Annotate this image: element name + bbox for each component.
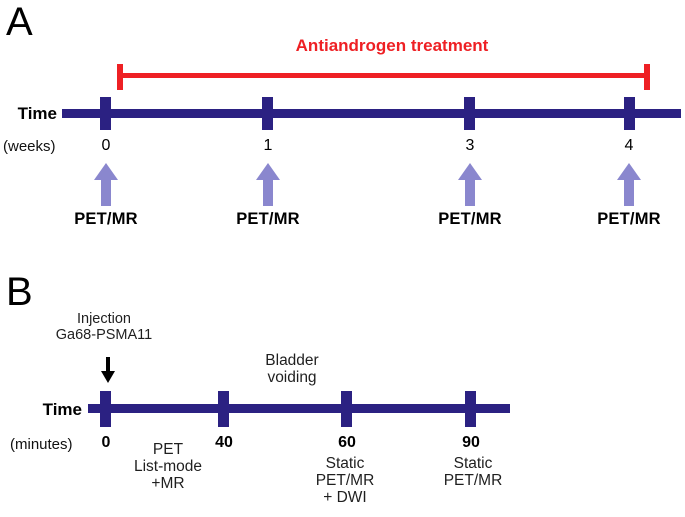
panel-a-tick-week-3 <box>464 97 475 130</box>
panel-a-time-axis-label: Time <box>17 104 57 123</box>
panel-b-tick-min-90 <box>465 391 476 427</box>
stage-static-petmr-label: Static PET/MR <box>418 455 528 489</box>
week-number-1: 1 <box>263 137 273 154</box>
panel-a-tick-week-1 <box>262 97 273 130</box>
bladder-voiding-line2: voiding <box>267 369 317 386</box>
week-number-3: 3 <box>465 137 475 154</box>
up-arrow-icon <box>458 163 482 206</box>
panel-b-timeline-bar <box>88 404 510 413</box>
bladder-voiding-label: Bladder voiding <box>232 352 352 386</box>
up-arrow-head <box>94 163 118 180</box>
stage-line: +MR <box>151 475 185 492</box>
panel-a-label: A <box>6 0 33 44</box>
up-arrow-icon <box>94 163 118 206</box>
bladder-voiding-line1: Bladder <box>265 352 319 369</box>
up-arrow-icon <box>617 163 641 206</box>
panel-b-axis-unit: (minutes) <box>10 436 73 453</box>
panel-b-tick-min-0 <box>100 391 111 427</box>
panel-b-tick-min-40 <box>218 391 229 427</box>
panel-b-label: B <box>6 270 33 314</box>
panel-a-axis-unit: (weeks) <box>3 138 56 155</box>
antiandrogen-treatment-title: Antiandrogen treatment <box>295 36 489 55</box>
up-arrow-stem <box>263 179 273 206</box>
stage-line: PET/MR <box>315 472 375 489</box>
down-arrow-icon <box>101 357 115 384</box>
minute-number-40: 40 <box>215 434 233 451</box>
injection-label-line2: Ga68-PSMA11 <box>55 327 153 343</box>
stage-line: Static <box>453 455 493 472</box>
treatment-bar-right-cap <box>644 64 650 90</box>
injection-label: Injection Ga68-PSMA11 <box>29 311 179 343</box>
minute-number-90: 90 <box>462 434 480 451</box>
stage-line: + DWI <box>323 489 367 506</box>
up-arrow-head <box>256 163 280 180</box>
minute-number-60: 60 <box>338 434 356 451</box>
panel-b-time-axis-label: Time <box>42 400 82 419</box>
scan-label-week-1: PET/MR <box>236 210 300 228</box>
scan-label-week-3: PET/MR <box>438 210 502 228</box>
up-arrow-head <box>617 163 641 180</box>
stage-line: Static <box>325 455 365 472</box>
injection-label-line1: Injection <box>76 311 131 327</box>
week-number-0: 0 <box>101 137 111 154</box>
treatment-bar-line <box>117 73 650 78</box>
up-arrow-stem <box>624 179 634 206</box>
up-arrow-stem <box>101 179 111 206</box>
minute-number-0: 0 <box>101 434 111 451</box>
up-arrow-head <box>458 163 482 180</box>
stage-pet-listmode-label: PET List-mode +MR <box>113 441 223 492</box>
stage-line: PET/MR <box>443 472 503 489</box>
down-arrow-stem <box>106 357 110 373</box>
stage-line: PET <box>152 441 184 458</box>
up-arrow-stem <box>465 179 475 206</box>
stage-line: List-mode <box>133 458 203 475</box>
stage-static-petmr-dwi-label: Static PET/MR + DWI <box>290 455 400 506</box>
scan-label-week-0: PET/MR <box>74 210 138 228</box>
panel-a-tick-week-4 <box>624 97 635 130</box>
panel-b-tick-min-60 <box>341 391 352 427</box>
panel-a-tick-week-0 <box>100 97 111 130</box>
panel-a-timeline-bar <box>62 109 681 118</box>
scan-label-week-4: PET/MR <box>597 210 661 228</box>
down-arrow-head <box>101 371 115 383</box>
week-number-4: 4 <box>624 137 634 154</box>
up-arrow-icon <box>256 163 280 206</box>
